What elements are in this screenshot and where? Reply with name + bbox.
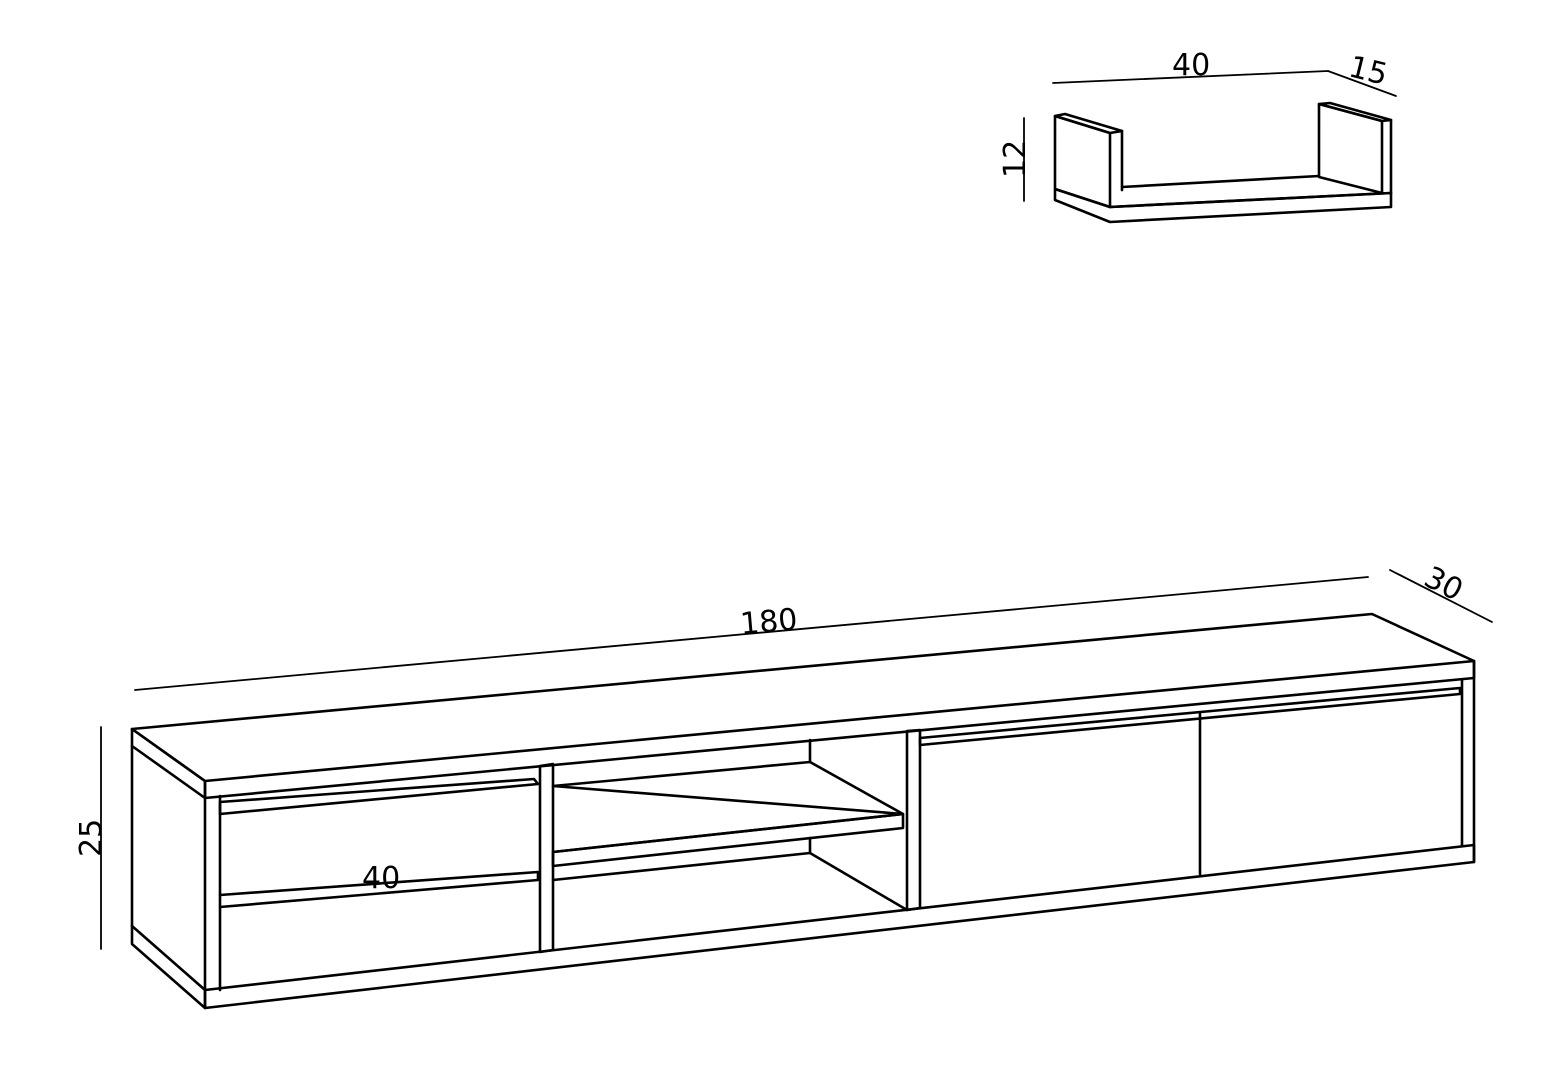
- tv-unit-left-flap: [218, 777, 540, 816]
- shelf-base-top-front-edge: [1108, 191, 1393, 209]
- tv-unit-depth-dimension-line: [1389, 569, 1493, 623]
- tv-unit-bottom-board: [203, 843, 1476, 1010]
- tv-unit-left-side-bottom: [130, 924, 207, 992]
- tv-unit-width-dimension-line: [134, 576, 1369, 691]
- shelf-height-label: 12: [998, 140, 1033, 178]
- tv-unit: [130, 612, 1476, 1010]
- tv-unit-left-side-inner: [130, 744, 207, 800]
- tv-unit-middle-lower-back: [551, 851, 909, 912]
- tv-unit-depth-label: 30: [1418, 560, 1468, 609]
- tv-unit-middle-shelf: [551, 760, 905, 868]
- tv-unit-divider-1: [538, 762, 555, 954]
- tv-unit-divider-2: [905, 728, 922, 912]
- tv-unit-height-label: 25: [74, 819, 109, 857]
- tv-unit-right-door-top-rail: [918, 686, 1462, 747]
- shelf-base-front: [1053, 187, 1393, 224]
- shelf-depth-label: 15: [1345, 50, 1391, 93]
- shelf-right-upright-edge: [1317, 101, 1393, 123]
- shelf-width-dimension-line: [1052, 70, 1329, 84]
- tv-unit-width-label: 180: [739, 602, 799, 642]
- tv-unit-middle-shelf-front: [551, 812, 905, 854]
- wall-shelf: 40 15 12: [998, 48, 1397, 224]
- shelf-base-back-edge: [1120, 174, 1321, 189]
- shelf-depth-dimension-line: [1327, 70, 1397, 97]
- shelf-left-upright-edge: [1053, 112, 1124, 135]
- tv-unit-drawer-width-label: 40: [362, 861, 400, 896]
- shelf-width-label: 40: [1172, 48, 1210, 83]
- tv-unit-left-flap-lower: [218, 870, 540, 909]
